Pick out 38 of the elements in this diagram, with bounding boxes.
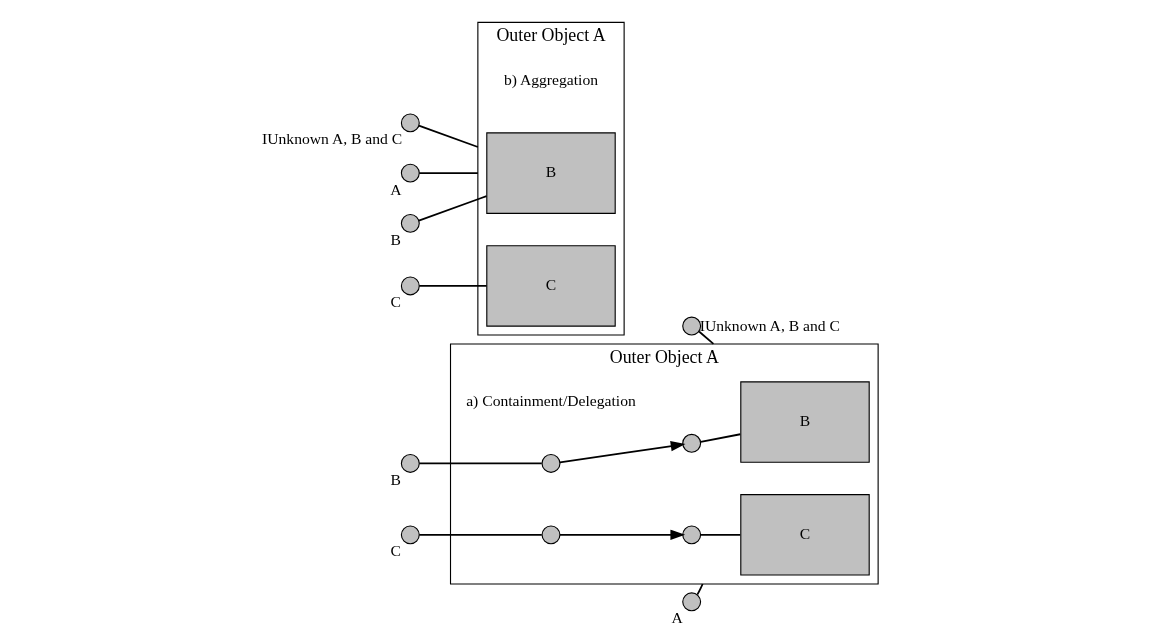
node-box: B: [740, 380, 870, 463]
node-circle: [541, 453, 561, 473]
connector: [699, 432, 742, 443]
node-circle: [400, 213, 420, 233]
node-label: a) Containment/Delegation: [466, 391, 636, 409]
connector: [699, 533, 742, 536]
arrow: [559, 440, 686, 463]
node-circle: [400, 275, 420, 295]
connector: [418, 462, 543, 464]
connector: [698, 330, 715, 345]
node-label: B: [390, 470, 402, 488]
node-circle: [400, 453, 420, 473]
node-circle: [682, 591, 702, 611]
node-label: IUnknown A, B and C: [262, 129, 403, 147]
connector: [418, 171, 479, 174]
node-circle: [400, 163, 420, 183]
node-label: C: [390, 292, 402, 310]
connector: [418, 533, 543, 536]
node-box: C: [740, 493, 870, 576]
node-label: IUnknown A, B and C: [699, 316, 840, 334]
node-circle: [682, 524, 702, 544]
node-circle: [682, 433, 702, 453]
connector: [418, 124, 479, 148]
node-box: B: [486, 131, 616, 214]
node-label: A: [671, 608, 683, 626]
connector: [696, 582, 704, 595]
arrow: [559, 529, 686, 540]
node-label: A: [390, 180, 402, 198]
node-circle: [400, 524, 420, 544]
connector: [418, 194, 488, 222]
node-label: b) Aggregation: [503, 70, 599, 88]
node-circle: [682, 316, 702, 336]
node-circle: [541, 524, 561, 544]
node-label: C: [390, 541, 402, 559]
connector: [418, 284, 488, 287]
node-box: C: [486, 244, 616, 327]
node-circle: [400, 112, 420, 132]
node-label: B: [390, 230, 402, 248]
